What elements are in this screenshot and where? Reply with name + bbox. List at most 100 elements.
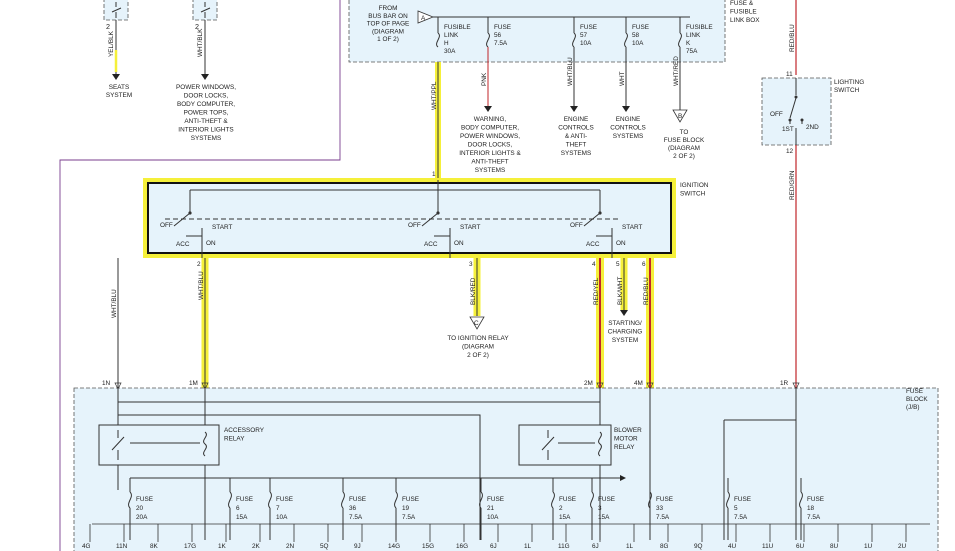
fuse-label: K [686,40,691,47]
pin-label: 2 [106,22,110,31]
fuse-label: 19 [402,505,410,512]
wire-label: YEL/BLK [108,30,115,57]
from-label: (DIAGRAM [372,28,404,35]
switch-pivot [436,211,440,215]
wire-label: WHT/BLU [567,57,574,86]
switch-terminal [596,228,613,258]
pin-label: 6 [642,261,646,268]
fuse-label: 30A [444,48,456,55]
switch-pos-label: OFF [570,222,583,229]
connector-label: C [474,320,479,327]
from-label: BUS BAR ON [368,13,408,20]
fuse-label: 7.5A [402,514,416,521]
dest-label: & ANTI- [565,133,587,140]
from-label: 1 OF 2) [377,36,399,43]
fuse-label: 7.5A [349,514,363,521]
fuse-icon [479,491,483,509]
fuse-label: FUSIBLE [444,24,471,31]
fuse-label: FUSE [494,24,511,31]
fuse-label: LINK [686,32,701,39]
dest-label: STARTING/ [608,320,642,327]
fuse-label: 10A [632,40,644,47]
pin-label: 11U [762,543,774,550]
dest-label: (DIAGRAM [462,344,494,351]
pin-label: 3 [469,261,473,268]
box-title: LINK BOX [730,17,760,24]
pin-label: 8K [150,543,159,550]
switch-title: IGNITION [680,182,709,189]
connector-a-icon [417,10,435,24]
switch-pos-label: OFF [160,222,173,229]
pin-label: 2M [584,380,593,387]
wire-label: BLK/WHT [617,276,624,305]
dest-label: ANTI-THEFT & [184,118,228,125]
connector-label: A [421,15,426,22]
pin-label: 14G [388,543,400,550]
fuse-label: 10A [580,40,592,47]
switch-pos-label: ON [616,240,626,247]
pin-label: 4U [728,543,737,550]
pin-label: 15G [422,543,434,550]
pin-label: 1L [524,543,532,550]
dest-label: 2 OF 2) [467,352,489,359]
fuse-label: H [444,40,449,47]
switch-pos-label: ACC [176,241,190,248]
fuse-label: FUSE [402,496,419,503]
fuse-label: FUSE [734,496,751,503]
fuse-icon [486,32,490,48]
dest-label: TO IGNITION RELAY [447,335,509,342]
fuse-label: 7.5A [494,40,508,47]
dest-label: INTERIOR LIGHTS [178,127,233,134]
pin-label: 2U [898,543,907,550]
fuse-icon [436,32,440,48]
fuse-label: FUSE [136,496,153,503]
dest-label: POWER WINDOWS, [176,84,236,91]
pin-label: 5 [616,261,620,268]
fuse-label: FUSE [598,496,615,503]
wire-label: RED/BLU [789,24,796,52]
pin-label: 1M [189,380,198,387]
fuse-label: FUSE [559,496,576,503]
fuse-label: FUSE [656,496,673,503]
pin-label: 4 [592,261,596,268]
fuse-icon [624,32,628,48]
switch-contact [173,212,191,227]
fuse-label: 33 [656,505,664,512]
fuse-label: FUSE [487,496,504,503]
dest-label: ENGINE [616,116,641,123]
fuse-label: 10A [487,514,499,521]
pin-label: 2K [252,543,261,550]
fuse-label: FUSE [349,496,366,503]
wire-label: BLK/RED [470,277,477,305]
pin-label: 9J [354,543,361,550]
fuse-label: 15A [236,514,248,521]
switch-pivot [188,211,192,215]
block-title: BLOCK [906,396,928,403]
fuse-label: 75A [686,48,698,55]
relay-label: RELAY [614,444,635,451]
fuse-icon [551,491,555,509]
switch-pivot [598,211,602,215]
dest-label: CONTROLS [558,125,594,132]
fuse-label: FUSIBLE [686,24,713,31]
fuse-label: 3 [598,505,602,512]
dest-label: SYSTEMS [475,167,506,174]
fuse-label: 10A [276,514,288,521]
pin-label: 12 [786,148,794,155]
dest-label: WARNING, [474,116,507,123]
fuse-icon [128,491,132,509]
fuse-label: FUSE [580,24,597,31]
switch-pos-label: OFF [770,111,783,118]
fuse-label: 21 [487,505,495,512]
pin-label: 5Q [320,543,329,550]
switch-terminal [186,228,203,258]
wire-label: WHT/BLK [197,28,204,57]
fuse-icon [648,491,652,509]
fuse-label: 58 [632,32,640,39]
pin-label: 11N [116,543,128,550]
